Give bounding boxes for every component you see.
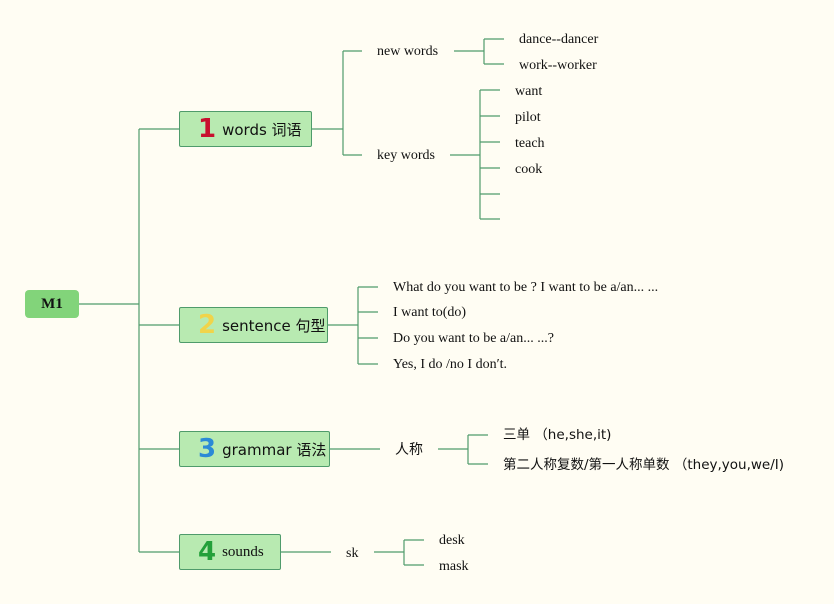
- sentence-item[interactable]: Yes, I do /no I don′t.: [393, 357, 508, 372]
- sentence-item[interactable]: Do you want to be a/an... ...?: [393, 331, 554, 346]
- new-word-item[interactable]: dance--dancer: [519, 32, 599, 47]
- key-words-node[interactable]: key words: [377, 148, 435, 163]
- branch-grammar[interactable]: 3 grammar 语法: [179, 431, 330, 467]
- key-word-item[interactable]: cook: [515, 162, 543, 177]
- number-3-icon: 3: [198, 434, 217, 464]
- number-2-icon: 2: [198, 310, 217, 340]
- branch-words-label: words 词语: [222, 120, 302, 139]
- sentence-item[interactable]: I want to(do): [393, 305, 467, 320]
- key-word-item[interactable]: teach: [515, 136, 545, 151]
- grammar-item[interactable]: 第二人称复数/第一人称单数 （they,you,we/I): [503, 457, 785, 473]
- branch-sounds[interactable]: 4 sounds: [179, 534, 281, 570]
- branch-grammar-label: grammar 语法: [222, 440, 327, 459]
- grammar-item[interactable]: 三单 （he,she,it): [503, 427, 612, 443]
- root-node[interactable]: M1: [25, 290, 79, 318]
- new-word-item[interactable]: work--worker: [519, 58, 597, 73]
- number-1-icon: 1: [198, 114, 217, 144]
- sounds-topic-node[interactable]: sk: [346, 546, 359, 561]
- key-word-item[interactable]: want: [515, 84, 543, 99]
- branch-words[interactable]: 1 words 词语: [179, 111, 312, 147]
- branch-sounds-label: sounds: [222, 543, 264, 560]
- key-word-item[interactable]: pilot: [515, 110, 541, 125]
- grammar-topic-node[interactable]: 人称: [395, 442, 423, 458]
- branch-sentence[interactable]: 2 sentence 句型: [179, 307, 328, 343]
- number-4-icon: 4: [198, 537, 217, 567]
- sentence-item[interactable]: What do you want to be ? I want to be a/…: [393, 280, 659, 295]
- branch-sentence-label: sentence 句型: [222, 316, 326, 335]
- sound-word-item[interactable]: desk: [439, 533, 465, 548]
- sound-word-item[interactable]: mask: [439, 559, 469, 574]
- new-words-node[interactable]: new words: [377, 44, 439, 59]
